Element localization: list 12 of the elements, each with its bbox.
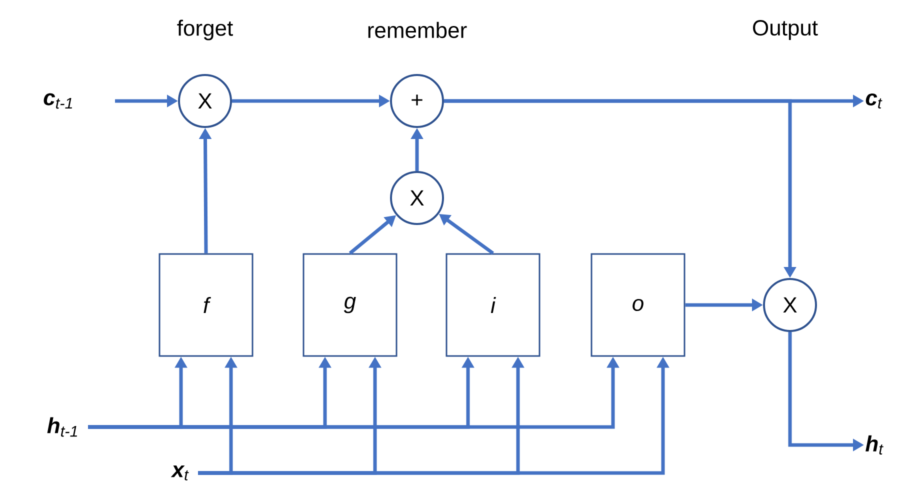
signal-label: c$_{t}$ [866,93,882,109]
signal-label: h$_{t-1}$ [47,417,77,437]
gate-box: i [446,253,540,357]
gate-box: o [590,253,686,357]
gate-box: f [158,253,254,357]
signal-label: h$_{t}$ [866,435,884,455]
gate-label: remember [368,22,467,38]
signal-label: c$_{t-1}$ [44,93,72,109]
gate-box: g [302,253,398,357]
gate-label: Output [753,20,818,40]
signal-label: x$_{t}$ [170,466,189,480]
gate-label: forget [177,20,233,40]
